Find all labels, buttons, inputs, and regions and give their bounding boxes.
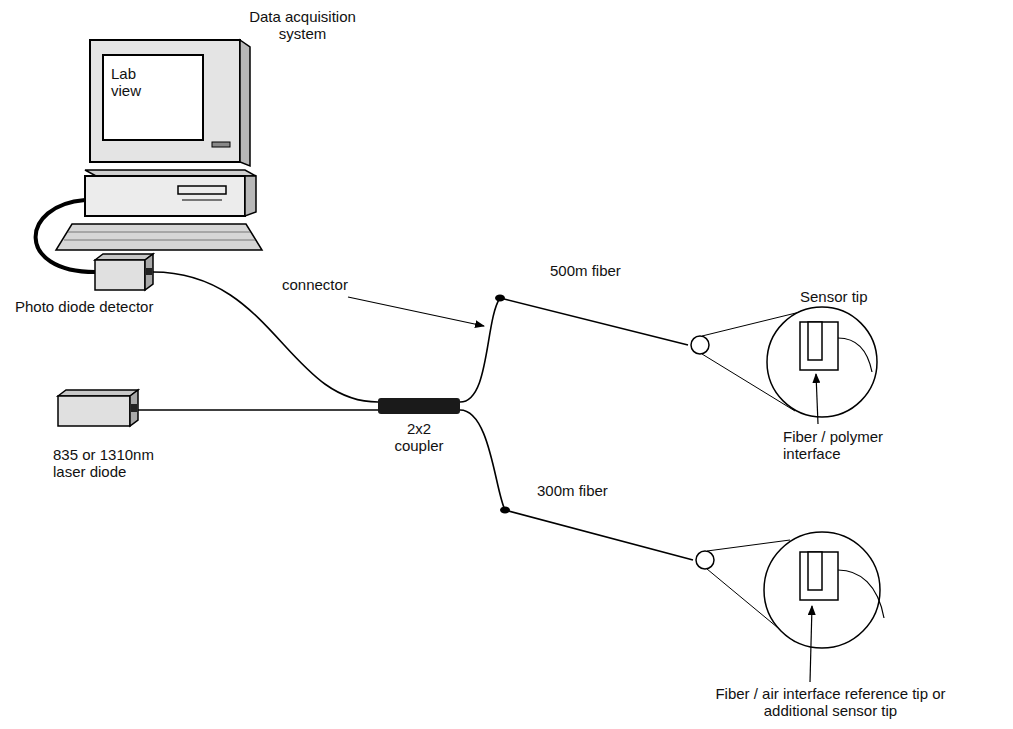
reference-tip: Fiber / air interface reference tip or a… (693, 528, 893, 658)
fiber-length: 500m fiber (548, 262, 623, 279)
node-label: 835 or 1310nm laser diode (53, 446, 183, 480)
node-label: Fiber / polymer interface (783, 428, 903, 462)
part-label: connector (280, 276, 350, 293)
node-label: Sensor tip (800, 288, 868, 305)
optical-fiber (138, 409, 378, 411)
optical-fiber (153, 272, 378, 402)
laser-box: 835 or 1310nm laser diode (58, 392, 138, 426)
laser-drawing (58, 390, 138, 426)
node-label: 2x2 coupler (384, 420, 454, 454)
sensor-tip: Sensor tipFiber / polymer interface (688, 300, 888, 465)
sensor-tip-drawing (691, 307, 877, 424)
node-label: Fiber / air interface reference tip or a… (713, 685, 948, 719)
reference-tip-drawing (696, 532, 884, 682)
node-label: Data acquisition system (245, 8, 360, 42)
computer: Data acquisition systemLab view (85, 40, 250, 216)
screen: Lab view (103, 55, 203, 140)
data-cable (36, 200, 95, 272)
detector-drawing (95, 254, 153, 290)
node-label: Photo diode detector (15, 298, 153, 315)
computer-drawing (56, 40, 262, 250)
optical-fiber (460, 410, 693, 560)
detector-box: Photo diode detector (95, 256, 153, 290)
coupler: 2x2 coupler (378, 398, 460, 414)
node-label: Lab view (111, 65, 153, 99)
leader-arrow (348, 297, 484, 326)
optical-fiber (460, 298, 688, 402)
fiber-length: 300m fiber (535, 482, 610, 499)
